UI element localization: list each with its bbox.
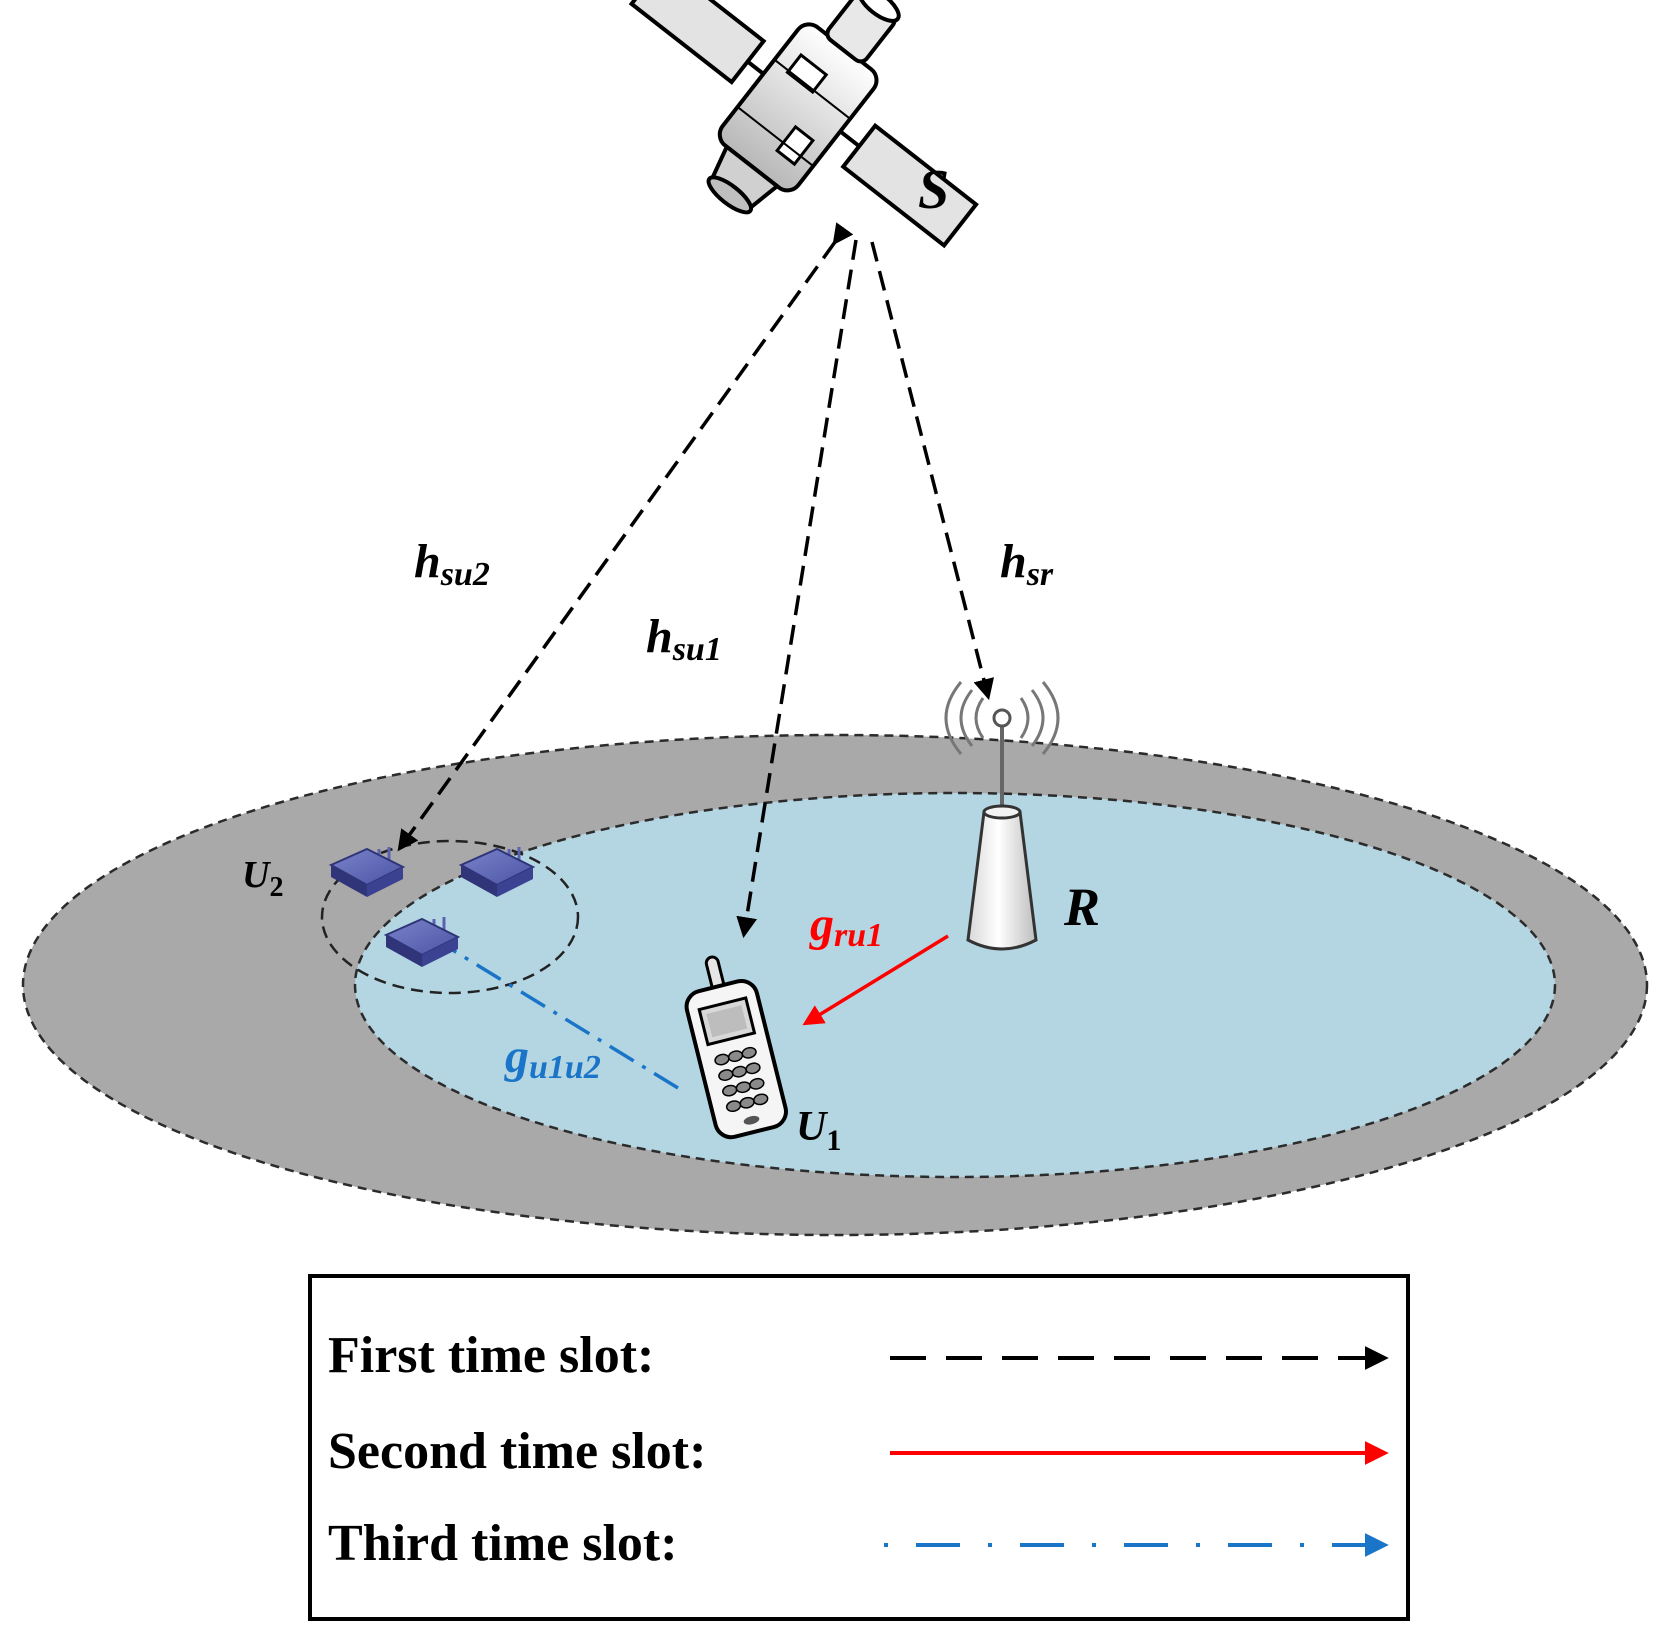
channel-label-hsr: hsr (1000, 535, 1054, 593)
router-icon-3 (383, 917, 461, 967)
user1-label: U1 (796, 1104, 841, 1157)
satellite-icon (628, 0, 979, 249)
link-r-to-u1 (802, 934, 949, 1026)
mobile-phone-icon (684, 955, 788, 1140)
router-icon-1 (328, 847, 406, 897)
legend-first-label: First time slot: (328, 1327, 654, 1384)
legend-third-label: Third time slot: (328, 1515, 678, 1572)
link-s-to-r (870, 241, 995, 701)
satellite-label: S (918, 159, 949, 221)
inner-coverage-ellipse (353, 791, 1557, 1179)
user2-cluster-ellipse (320, 839, 580, 995)
channel-label-hsu2: hsu2 (414, 535, 490, 593)
channel-label-gu1u2: gu1u2 (504, 1030, 601, 1086)
user2-label: U2 (242, 854, 283, 903)
first-slot-links (397, 222, 995, 939)
relay-tower-icon (944, 681, 1060, 951)
legend-second-label: Second time slot: (328, 1423, 706, 1480)
coverage-region (21, 733, 1649, 1237)
relay-label: R (1063, 877, 1100, 937)
channel-label-gru1: gru1 (809, 898, 883, 954)
link-s-to-u2 (397, 222, 854, 852)
router-icon-2 (458, 847, 536, 897)
legend-box (308, 1274, 1410, 1621)
channel-label-hsu1: hsu1 (646, 610, 722, 668)
legend: First time slot: Second time slot: Third… (308, 1274, 1410, 1621)
link-s-to-u1 (736, 239, 858, 939)
signal-wave-icon (944, 681, 985, 755)
